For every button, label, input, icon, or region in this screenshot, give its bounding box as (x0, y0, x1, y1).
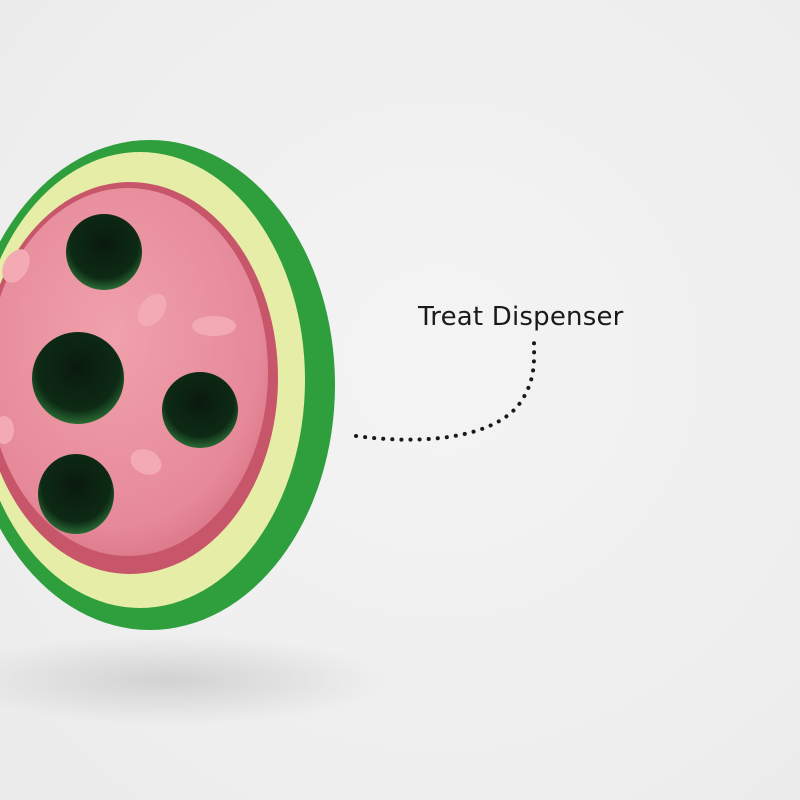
treat-hole (66, 214, 142, 290)
callout-dotted-line (354, 338, 537, 442)
seed-bump (2, 249, 30, 283)
seed-bump (0, 416, 14, 444)
toy-shadow (0, 635, 390, 725)
treat-hole (38, 454, 114, 534)
treat-hole (162, 372, 238, 448)
seed-bump (130, 449, 162, 475)
treat-hole (32, 332, 124, 424)
seed-bump (137, 293, 167, 327)
callout-label: Treat Dispenser (418, 302, 624, 332)
watermelon-slice-toy-icon (0, 140, 335, 630)
seed-bump (192, 316, 236, 336)
